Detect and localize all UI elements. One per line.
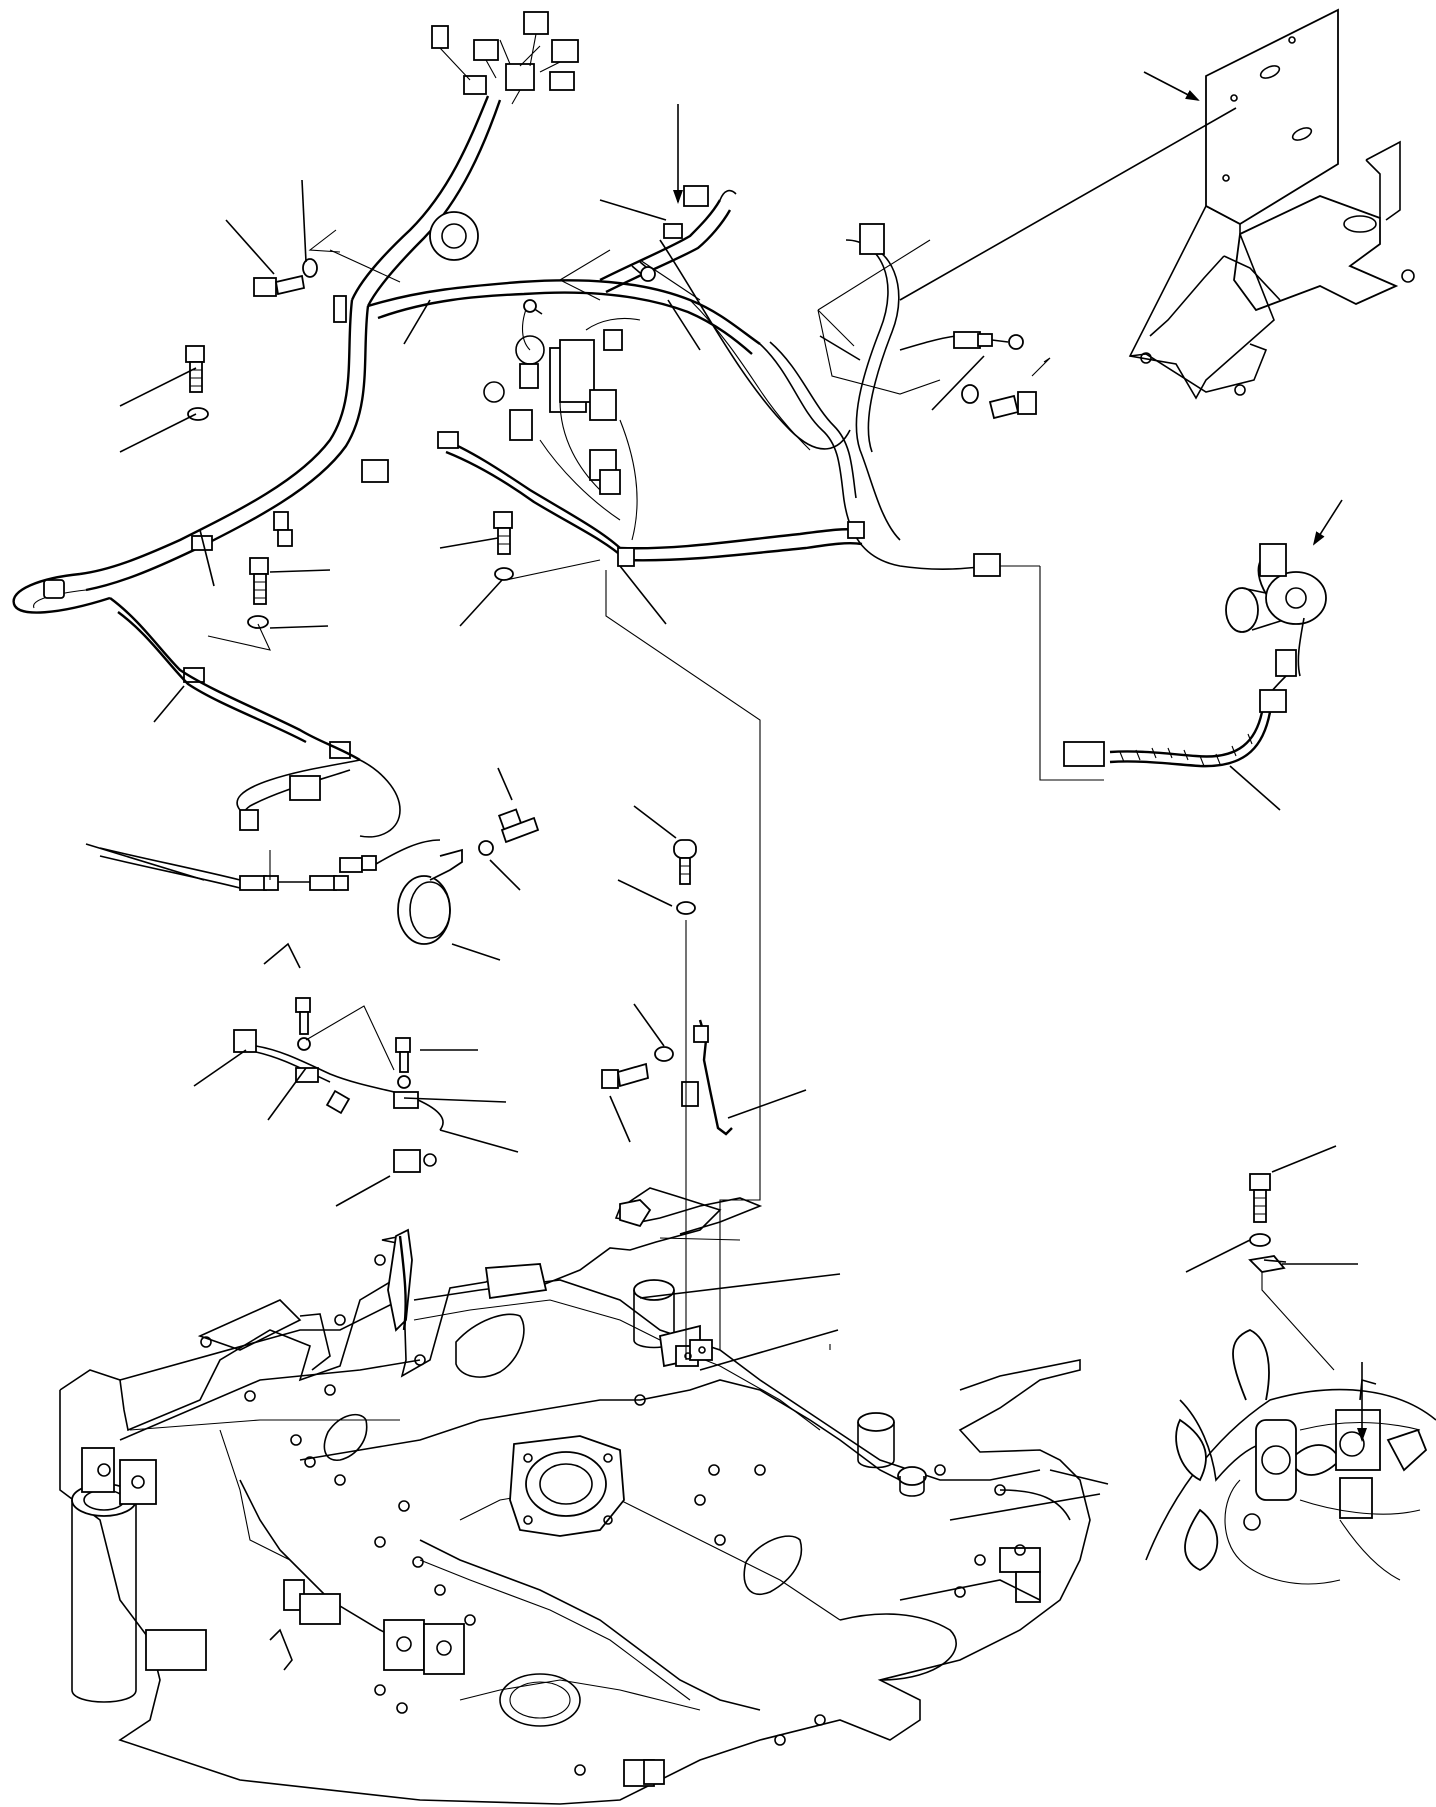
harness-clamp — [847, 521, 865, 539]
washer-icon — [494, 567, 514, 581]
washer-icon — [397, 1075, 411, 1089]
bolt-icon — [295, 997, 311, 1035]
arrow-icon — [1312, 499, 1343, 546]
washer-icon — [187, 407, 209, 421]
ground-strap — [681, 1019, 733, 1136]
bolt-icon — [249, 557, 269, 605]
bolt-icon — [497, 808, 540, 844]
washer-icon — [297, 1037, 311, 1051]
engine-fan-detail — [1145, 1329, 1436, 1585]
bolt-icon — [493, 511, 513, 555]
leader-lines — [85, 107, 1358, 1521]
fastener-set-right — [1248, 1173, 1287, 1273]
harness-connector-cluster — [431, 11, 579, 105]
bolt-icon — [1249, 1173, 1271, 1223]
washer-icon — [247, 615, 269, 629]
bolt-icon — [988, 391, 1037, 420]
harness-clamp — [663, 223, 683, 239]
harness-clamp — [183, 667, 205, 683]
turntable-mount — [509, 1435, 625, 1537]
callout-arrows — [673, 71, 1367, 1442]
harness-clamp — [437, 431, 459, 449]
mounting-bracket — [1128, 8, 1415, 400]
washer-icon — [676, 901, 696, 915]
revolving-frame — [59, 1187, 1091, 1805]
swing-pillar — [71, 1483, 137, 1703]
washer-icon — [654, 1046, 674, 1062]
fastener-set-left — [185, 258, 1037, 1136]
harness-clamp — [617, 547, 635, 567]
washer-icon — [302, 258, 318, 278]
clamp-icon — [1248, 1255, 1286, 1273]
frame-post — [857, 1412, 895, 1469]
main-wiring-harness — [12, 11, 1040, 891]
bolt-icon — [673, 839, 697, 885]
washer-icon — [1249, 1233, 1271, 1247]
bolt-icon — [601, 1062, 650, 1089]
washer-icon — [961, 384, 979, 404]
relay-box — [483, 299, 641, 541]
fuel-level-sensor — [1063, 543, 1327, 768]
horn — [397, 808, 540, 945]
arrow-icon — [1143, 71, 1200, 101]
bolt-icon — [253, 274, 306, 297]
bolt-icon — [395, 1037, 411, 1073]
frame-holes — [200, 1254, 1026, 1776]
sensor-harness — [233, 997, 444, 1173]
pressure-switch — [393, 1149, 437, 1173]
frame-post — [897, 1466, 927, 1497]
washer-icon — [478, 840, 494, 856]
